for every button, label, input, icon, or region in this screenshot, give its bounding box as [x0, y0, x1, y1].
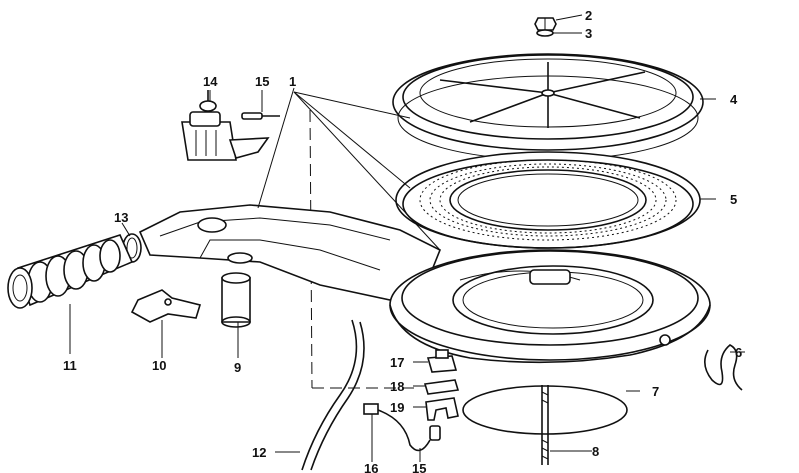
thermostat-valve-part-14 — [181, 90, 270, 161]
seal-ring-part-7 — [462, 385, 628, 435]
nut-part-2 — [534, 17, 557, 31]
callout-5: 5 — [730, 192, 737, 207]
callout-labels: 1 2 3 4 5 6 7 8 9 10 11 12 13 14 15 15 1… — [63, 8, 742, 473]
callout-12: 12 — [252, 445, 266, 460]
callout-17: 17 — [390, 355, 404, 370]
air-cleaner-housing-part-1 — [138, 204, 711, 364]
stud-bolt-part-8 — [541, 385, 549, 465]
clip-part-16 — [363, 403, 379, 415]
callout-16: 16 — [364, 461, 378, 473]
callout-13: 13 — [114, 210, 128, 225]
bracket-part-10 — [130, 289, 202, 323]
callout-3: 3 — [585, 26, 592, 41]
callout-11: 11 — [63, 358, 77, 373]
intake-hose-part-11 — [7, 234, 134, 309]
sleeve-part-9 — [221, 272, 251, 328]
housing-cover-part-4 — [392, 53, 704, 161]
callout-2: 2 — [585, 8, 592, 23]
bracket-part-19 — [425, 397, 459, 421]
pin-part-15-upper — [241, 112, 280, 120]
washer-part-3 — [536, 29, 554, 37]
callout-6: 6 — [735, 345, 742, 360]
callout-4: 4 — [730, 92, 738, 107]
sensor-wire-part-15-lower — [377, 409, 441, 452]
vacuum-hose-part-12 — [301, 319, 365, 471]
fitting-part-17 — [426, 349, 458, 373]
callout-9: 9 — [234, 360, 241, 375]
callout-18: 18 — [390, 379, 404, 394]
callout-15-upper: 15 — [255, 74, 269, 89]
callout-14: 14 — [203, 74, 218, 89]
callout-8: 8 — [592, 444, 599, 459]
callout-19: 19 — [390, 400, 404, 415]
filter-element-part-5 — [395, 151, 701, 249]
spring-clip-part-6 — [704, 344, 743, 391]
callout-7: 7 — [652, 384, 659, 399]
callout-1: 1 — [289, 74, 296, 89]
plate-part-18 — [423, 379, 460, 395]
callout-10: 10 — [152, 358, 166, 373]
callout-15-lower: 15 — [412, 461, 426, 473]
leader-lines — [69, 14, 745, 462]
